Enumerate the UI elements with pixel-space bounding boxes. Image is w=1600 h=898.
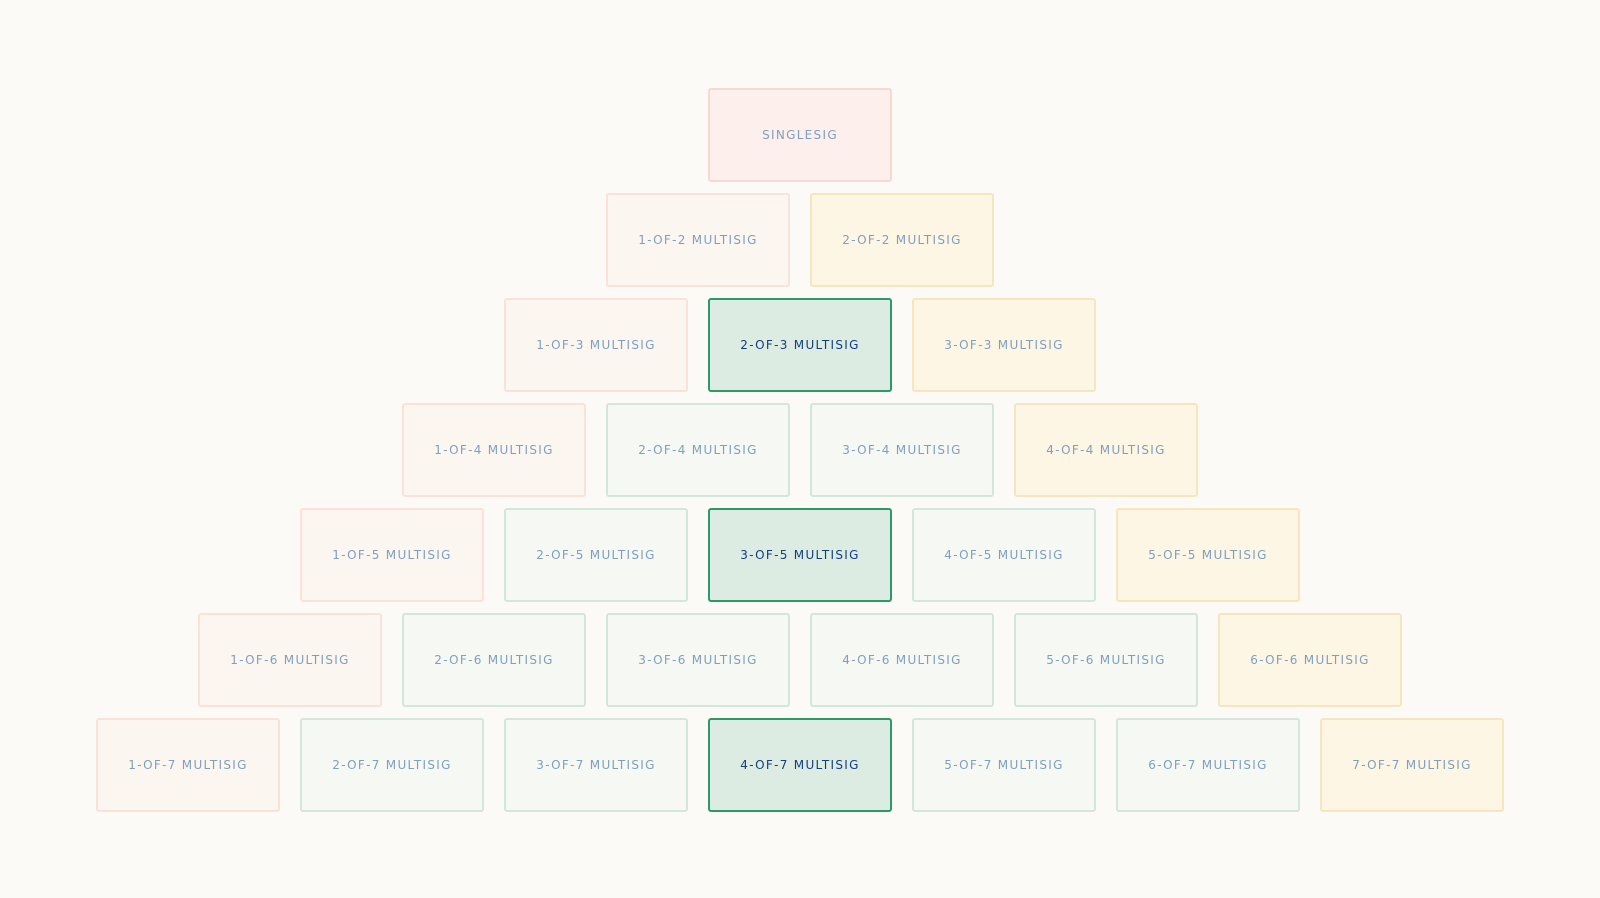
node-3-of-3-multisig: 3-OF-3 MULTISIG (912, 298, 1096, 392)
node-7-of-7-multisig: 7-OF-7 MULTISIG (1320, 718, 1504, 812)
node-2-of-5-multisig: 2-OF-5 MULTISIG (504, 508, 688, 602)
node-2-of-6-multisig: 2-OF-6 MULTISIG (402, 613, 586, 707)
node-4-of-7-multisig: 4-OF-7 MULTISIG (708, 718, 892, 812)
node-5-of-5-multisig: 5-OF-5 MULTISIG (1116, 508, 1300, 602)
node-6-of-6-multisig: 6-OF-6 MULTISIG (1218, 613, 1402, 707)
node-1-of-5-multisig: 1-OF-5 MULTISIG (300, 508, 484, 602)
node-3-of-7-multisig: 3-OF-7 MULTISIG (504, 718, 688, 812)
node-2-of-3-multisig: 2-OF-3 MULTISIG (708, 298, 892, 392)
node-1-of-2-multisig: 1-OF-2 MULTISIG (606, 193, 790, 287)
node-4-of-6-multisig: 4-OF-6 MULTISIG (810, 613, 994, 707)
node-1-of-6-multisig: 1-OF-6 MULTISIG (198, 613, 382, 707)
node-4-of-5-multisig: 4-OF-5 MULTISIG (912, 508, 1096, 602)
node-1-of-4-multisig: 1-OF-4 MULTISIG (402, 403, 586, 497)
node-3-of-5-multisig: 3-OF-5 MULTISIG (708, 508, 892, 602)
node-2-of-7-multisig: 2-OF-7 MULTISIG (300, 718, 484, 812)
node-3-of-4-multisig: 3-OF-4 MULTISIG (810, 403, 994, 497)
node-5-of-7-multisig: 5-OF-7 MULTISIG (912, 718, 1096, 812)
node-singlesig: SINGLESIG (708, 88, 892, 182)
node-5-of-6-multisig: 5-OF-6 MULTISIG (1014, 613, 1198, 707)
node-6-of-7-multisig: 6-OF-7 MULTISIG (1116, 718, 1300, 812)
node-1-of-7-multisig: 1-OF-7 MULTISIG (96, 718, 280, 812)
node-4-of-4-multisig: 4-OF-4 MULTISIG (1014, 403, 1198, 497)
node-1-of-3-multisig: 1-OF-3 MULTISIG (504, 298, 688, 392)
node-2-of-2-multisig: 2-OF-2 MULTISIG (810, 193, 994, 287)
node-2-of-4-multisig: 2-OF-4 MULTISIG (606, 403, 790, 497)
node-3-of-6-multisig: 3-OF-6 MULTISIG (606, 613, 790, 707)
